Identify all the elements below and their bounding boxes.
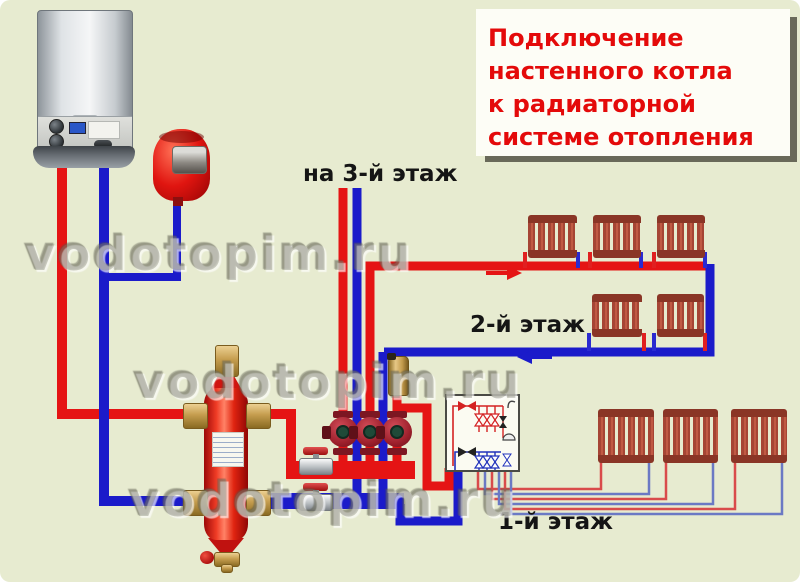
- floor1-thin-supply: [503, 461, 737, 511]
- boiler-control-panel: [38, 116, 132, 151]
- return-flow-arrow: [517, 350, 552, 364]
- title-line: системе отопления: [488, 123, 754, 151]
- pump-floor1: [376, 411, 415, 455]
- floor1-thin-return: [483, 461, 651, 496]
- pipe-floor1-branch-to-box: [393, 403, 454, 491]
- floor1-manifold-box: [445, 394, 520, 472]
- pipe-floor2-supply-riser-and-main: [365, 261, 706, 462]
- boiler-button: [94, 140, 112, 149]
- separator-port-fitting: [246, 403, 271, 429]
- floor1-thin-supply: [490, 461, 668, 501]
- label-floor2: 2-й этаж: [470, 312, 586, 338]
- radiator: [731, 409, 787, 463]
- radiator: [528, 215, 577, 258]
- wall-boiler: [37, 10, 133, 152]
- manifold-schematic: [452, 400, 516, 470]
- drain-spout: [221, 564, 233, 573]
- air-vent-cap: [387, 353, 396, 360]
- title-line: Подключение: [488, 24, 684, 52]
- drain-valve-handle: [200, 551, 214, 564]
- radiator: [663, 409, 718, 463]
- title-line: к радиаторной: [488, 90, 696, 118]
- floor1-thin-return: [509, 461, 784, 516]
- ball-valve-return: [299, 483, 333, 513]
- radiator: [657, 294, 704, 337]
- title-line: настенного котла: [488, 57, 733, 85]
- radiator: [592, 294, 642, 337]
- label-floor1: 1-й этаж: [498, 509, 614, 535]
- auto-air-vent: [387, 353, 409, 396]
- radiator: [657, 215, 705, 258]
- boiler-knob: [49, 119, 64, 134]
- pipe-floor2-return-main: [384, 264, 715, 357]
- radiator: [598, 409, 654, 463]
- title-box: Подключение настенного котла к радиаторн…: [476, 9, 790, 156]
- pipe-boiler-return: [99, 163, 198, 506]
- separator-port-fitting: [183, 403, 208, 429]
- boiler-base: [33, 146, 135, 168]
- ball-valve-supply: [299, 447, 333, 477]
- supply-flow-arrow: [486, 266, 522, 280]
- floor1-thin-return: [497, 461, 715, 506]
- boiler-display: [69, 122, 86, 134]
- expansion-tank-label: [172, 146, 207, 174]
- expansion-tank-stub: [173, 197, 183, 206]
- pipe-blue-u-to-box: [395, 466, 463, 526]
- separator-label: [212, 432, 244, 467]
- expansion-tank: [153, 129, 210, 206]
- label-floor3: на 3-й этаж: [303, 161, 458, 187]
- separator-air-vent-icon: [215, 345, 239, 377]
- expansion-tank-cap: [159, 131, 204, 143]
- separator-port-fitting: [183, 490, 208, 516]
- pipe-expansion-tank-drop: [104, 194, 181, 281]
- floor1-thin-supply: [476, 461, 603, 491]
- pipe-boiler-supply: [57, 163, 198, 419]
- separator-port-fitting: [246, 490, 271, 516]
- boiler-subpanel: [88, 121, 120, 139]
- radiator: [593, 215, 641, 258]
